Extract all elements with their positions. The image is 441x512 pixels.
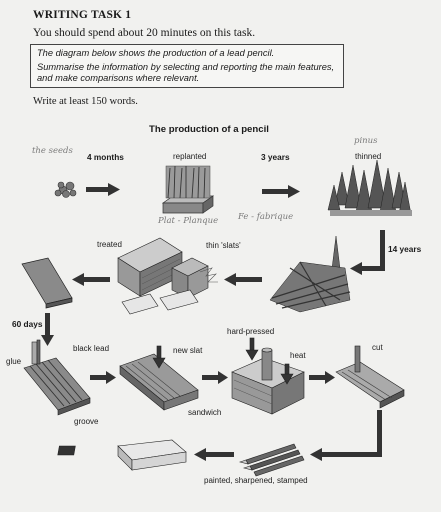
thinned-forest-icon (327, 159, 412, 216)
arrow-icon (350, 230, 385, 275)
label-replanted: replanted (173, 152, 207, 161)
label-sandwich: sandwich (188, 408, 222, 417)
sandwich-slats-icon (119, 345, 199, 411)
grooved-slat-icon (23, 339, 91, 416)
label-finish: painted, sharpened, stamped (204, 476, 308, 485)
label-treated: treated (97, 240, 122, 249)
handwritten-plat: Plat - Planque (158, 216, 219, 226)
arrow-icon (202, 371, 228, 384)
label-groove: groove (74, 417, 99, 426)
handwritten-seeds: the seeds (32, 146, 73, 156)
arrow-icon (309, 371, 335, 384)
handwritten-pinus: pinus (354, 136, 378, 146)
task-instruction: You should spend about 20 minutes on thi… (33, 27, 256, 39)
pencils-icon (238, 443, 305, 477)
handwritten-fe: Fe - fabrique (238, 212, 294, 222)
pressed-block-icon (231, 337, 305, 415)
replanted-seedlings-icon (161, 165, 215, 214)
label-black-lead: black lead (73, 344, 110, 353)
arrow-icon (72, 273, 110, 286)
label-hard-pressed: hard-pressed (227, 327, 275, 336)
prompt-line-1: The diagram below shows the production o… (37, 48, 275, 58)
label-cut: cut (372, 343, 383, 352)
label-thin-slats: thin 'slats' (206, 241, 241, 250)
arrow-icon (194, 448, 234, 461)
arrow-icon (41, 313, 54, 346)
cut-pencils-icon (335, 345, 405, 409)
word-count: Write at least 150 words. (33, 96, 138, 107)
arrow-icon (224, 273, 262, 286)
duration-14-years: 14 years (388, 244, 422, 254)
duration-3-years: 3 years (261, 152, 290, 162)
arrow-icon (86, 183, 120, 196)
treated-wood-icon (117, 237, 218, 315)
label-heat: heat (290, 351, 306, 360)
prompt-box: The diagram below shows the production o… (30, 44, 344, 88)
arrow-icon (310, 410, 382, 461)
label-new-slat: new slat (173, 346, 203, 355)
duration-60-days: 60 days (12, 319, 43, 329)
arrow-icon (90, 371, 116, 384)
label-glue: glue (6, 357, 22, 366)
pencil-box-icon (57, 439, 187, 471)
plank-icon (21, 257, 73, 309)
arrow-icon (262, 185, 300, 198)
task-title: WRITING TASK 1 (33, 9, 132, 21)
seeds-icon (54, 181, 77, 198)
diagram-title: The production of a pencil (149, 124, 269, 135)
label-thinned: thinned (355, 152, 382, 161)
duration-4-months: 4 months (87, 152, 124, 162)
prompt-line-2: Summarise the information by selecting a… (37, 61, 335, 84)
felled-logs-icon (269, 235, 351, 313)
